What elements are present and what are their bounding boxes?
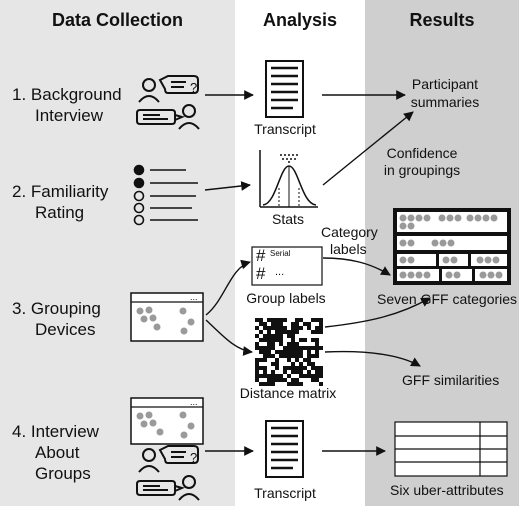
distance-matrix-icon — [255, 318, 323, 386]
column-header-data-collection: Data Collection — [51, 10, 184, 30]
step-1-line-1: 1. Background — [12, 85, 122, 104]
step-2-line-2: Rating — [35, 203, 85, 222]
step-3-line-2: Devices — [35, 320, 96, 339]
step-4-line-2: About — [35, 443, 80, 462]
ellipsis-label: ... — [275, 266, 285, 278]
step-4-line-3: Groups — [35, 464, 91, 483]
step-4-line-1: 4. Interview — [12, 422, 99, 441]
distance-matrix-label: Distance matrix — [239, 385, 337, 401]
transcript-label: Transcript — [254, 121, 316, 137]
transcript-label-2: Transcript — [254, 485, 316, 501]
table-icon — [394, 421, 508, 477]
gff-similarities-label: GFF similarities — [402, 372, 500, 388]
stats-label: Stats — [272, 211, 304, 227]
category-labels-line-2: labels — [330, 241, 367, 257]
serial-label: Serial — [270, 249, 291, 258]
seven-gff-categories-label: Seven GFF categories — [377, 291, 518, 307]
device-grouping-icon: ... — [130, 292, 204, 342]
arrow-labels-to-categories — [322, 257, 391, 276]
device-grouping-icon-2: ... — [130, 397, 204, 445]
arrow-stats-to-summaries — [322, 111, 414, 186]
confidence-line-2: in groupings — [383, 162, 461, 178]
step-2-line-1: 2. Familiarity — [12, 182, 109, 201]
rating-scale-icon — [133, 164, 198, 226]
document-icon-2 — [265, 420, 304, 478]
flow-arrows — [204, 90, 431, 456]
category-labels-line-1: Category — [321, 224, 378, 240]
step-1-line-2: Interview — [35, 106, 104, 125]
arrow-grouping-to-matrix — [205, 319, 253, 356]
group-labels-label: Group labels — [246, 290, 326, 306]
svg-text:?: ? — [190, 450, 197, 465]
column-header-analysis: Analysis — [262, 10, 338, 30]
arrow-grouping-to-labels — [205, 259, 251, 316]
svg-text:...: ... — [190, 397, 198, 407]
participant-summaries-line-1: Participant — [411, 76, 479, 92]
uber-attributes-label: Six uber-attributes — [390, 482, 504, 498]
interview-speech-icon-2: ? — [136, 445, 200, 501]
column-header-results: Results — [409, 10, 475, 30]
bell-curve-icon — [259, 150, 318, 208]
document-icon — [265, 60, 304, 118]
hash-symbol-2: # — [256, 264, 266, 283]
step-3-line-1: 3. Grouping — [12, 299, 101, 318]
gff-categories-grid — [393, 208, 511, 285]
arrow-matrix-to-categories — [324, 297, 431, 328]
confidence-line-1: Confidence — [386, 145, 458, 161]
svg-text:...: ... — [190, 292, 198, 302]
group-labels-card — [251, 246, 323, 286]
arrow-rating-to-stats — [204, 181, 251, 191]
hash-symbol: # — [256, 246, 266, 265]
participant-summaries-line-2: summaries — [410, 94, 480, 110]
svg-text:?: ? — [190, 80, 197, 95]
interview-speech-icon: ? — [136, 75, 200, 130]
arrow-matrix-to-similarities — [324, 350, 421, 367]
